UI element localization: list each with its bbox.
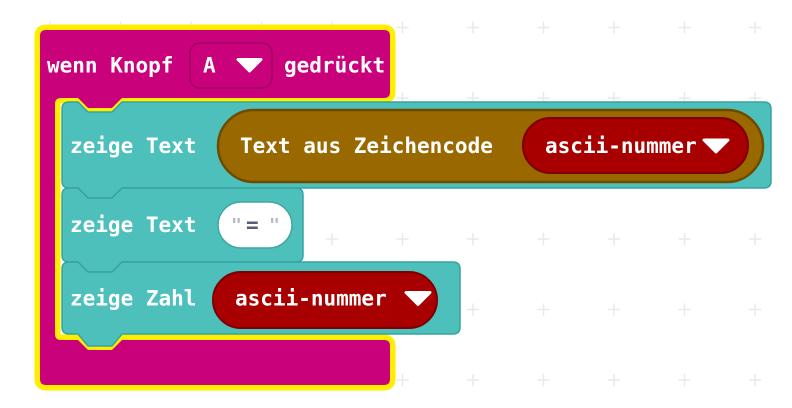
grid-plus-mark (607, 303, 621, 316)
variable-name-2[interactable]: ascii-nummer (235, 287, 387, 311)
grid-plus-mark (466, 232, 480, 246)
string-field[interactable] (217, 201, 293, 249)
grid-plus-mark (537, 373, 550, 387)
grid-plus-mark (396, 21, 409, 34)
event-label-start: wenn Knopf (47, 54, 173, 78)
show-number-label: zeige Zahl (70, 287, 196, 311)
grid-plus-mark (607, 232, 621, 246)
dropdown-arrow-icon[interactable] (404, 291, 432, 306)
grid-plus-mark (607, 373, 621, 387)
grid-plus-mark (466, 21, 480, 34)
grid-plus-mark (466, 373, 480, 387)
grid-plus-mark (748, 373, 762, 387)
grid-plus-mark (537, 21, 550, 34)
string-field-value[interactable]: " = " (231, 213, 280, 237)
close-quote: " (269, 215, 280, 236)
button-dropdown-field[interactable] (189, 42, 273, 89)
grid-plus-mark (678, 303, 691, 316)
grid-plus-mark (396, 232, 409, 246)
grid-plus-mark (466, 303, 480, 316)
grid-plus-mark (537, 232, 550, 246)
grid-plus-mark (748, 232, 762, 246)
dropdown-arrow-icon[interactable] (702, 138, 730, 154)
grid-plus-mark (678, 232, 691, 246)
grid-plus-mark (678, 373, 691, 387)
event-block-when-button-pressed[interactable] (40, 30, 390, 385)
show-text-2-label: zeige Text (70, 213, 196, 237)
variable-name-1[interactable]: ascii-nummer (545, 134, 697, 158)
grid-plus-mark (678, 21, 691, 34)
grid-plus-mark (748, 21, 762, 34)
grid-plus-mark (748, 303, 762, 316)
grid-plus-mark (537, 303, 550, 316)
string-value[interactable]: = (246, 213, 259, 237)
grid-plus-mark (325, 232, 339, 246)
dropdown-arrow-icon[interactable] (236, 58, 263, 73)
reporter-label: Text aus Zeichencode (240, 134, 493, 158)
variable-pill-ascii-nummer-1[interactable] (522, 117, 749, 174)
event-label-end: gedrückt (284, 54, 385, 78)
variable-pill-ascii-nummer-2[interactable] (212, 271, 438, 329)
grid-plus-mark (607, 21, 621, 34)
button-dropdown-value[interactable]: A (203, 54, 216, 78)
open-quote: " (231, 215, 242, 236)
show-text-1-label: zeige Text (70, 134, 196, 158)
grid-plus-mark (396, 373, 409, 387)
